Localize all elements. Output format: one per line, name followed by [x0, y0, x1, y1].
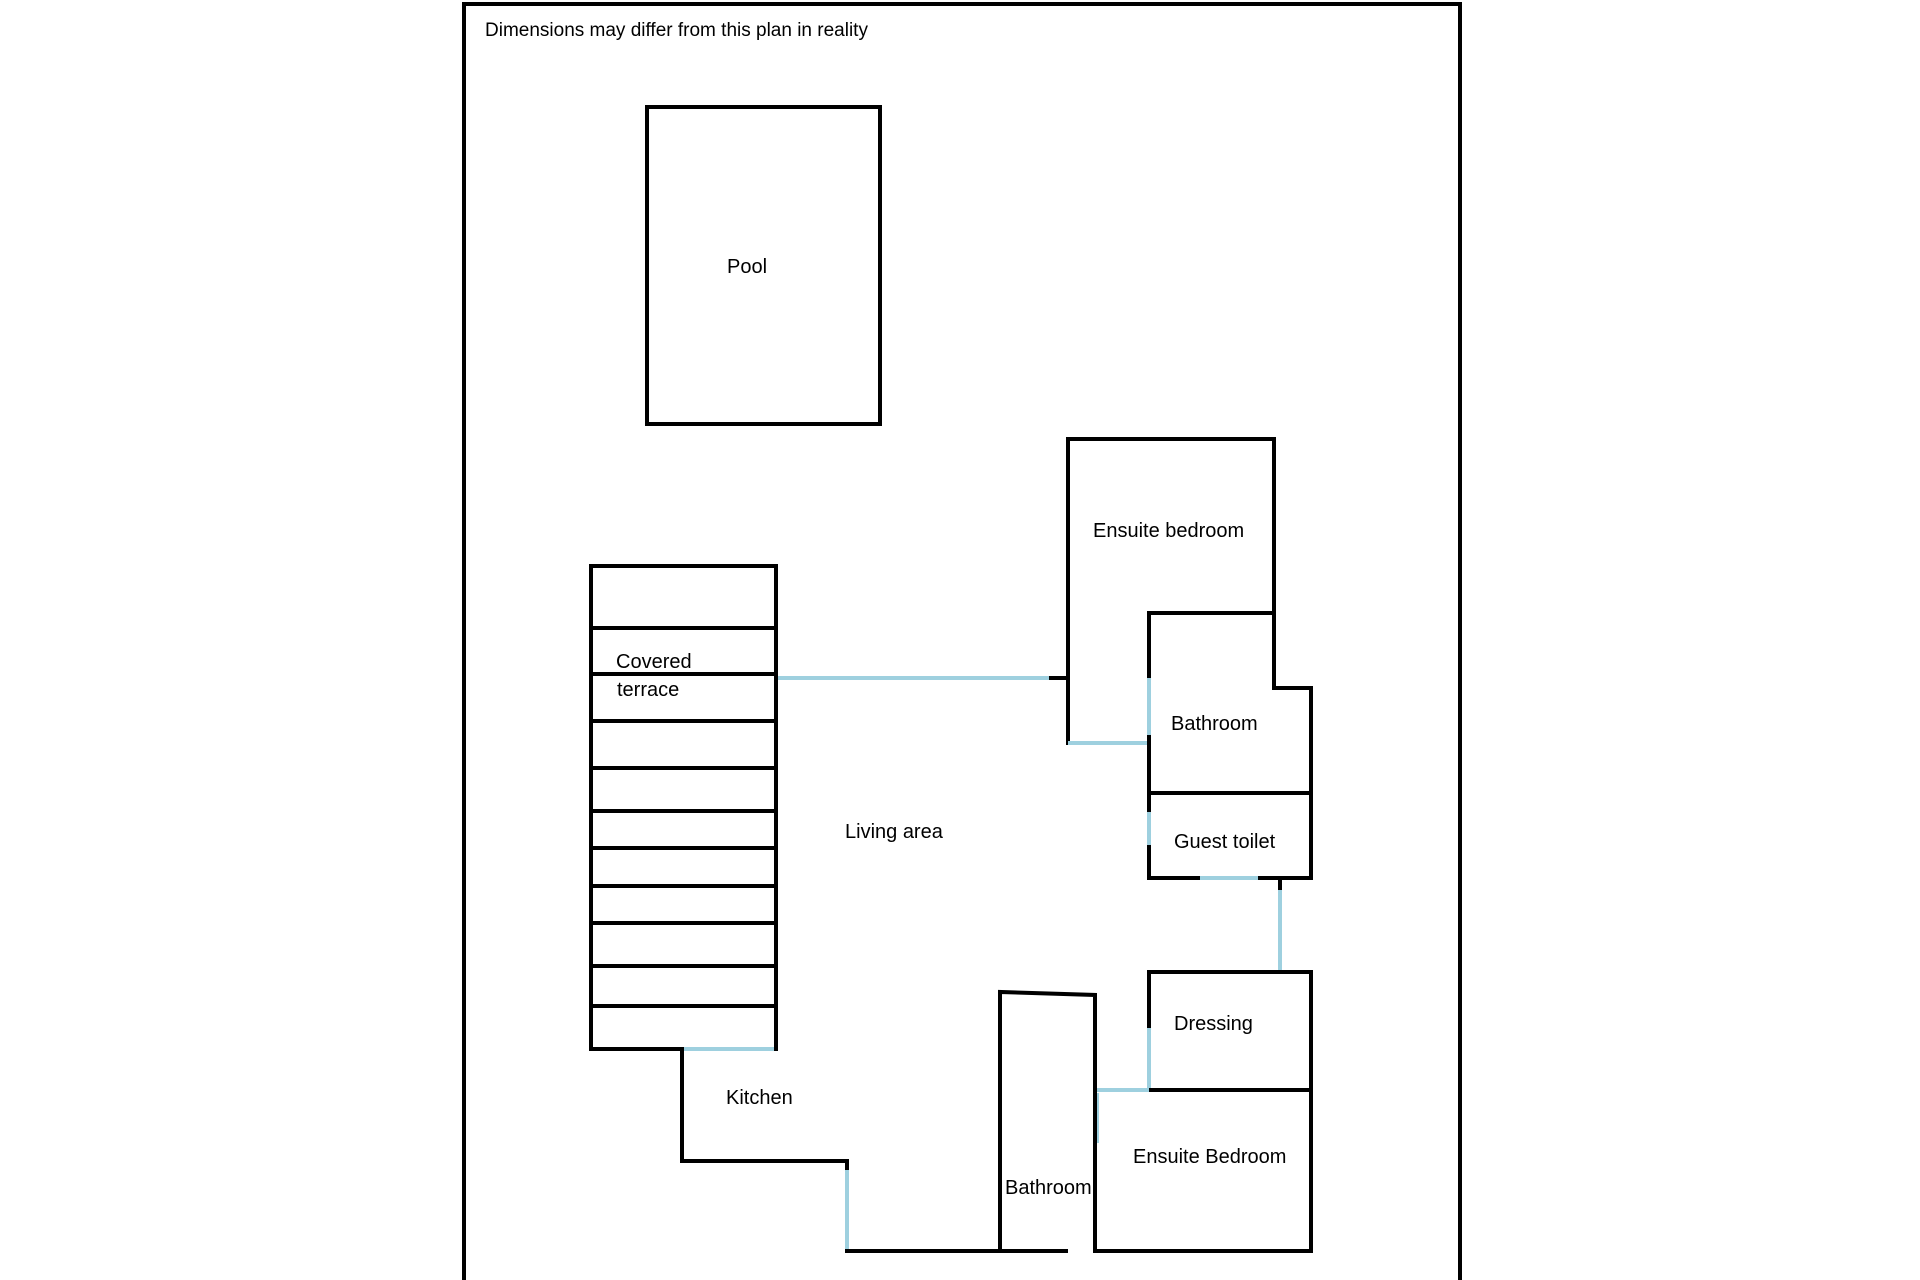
- kitchen-walls: [680, 1047, 849, 1172]
- covered-terrace: [589, 564, 778, 1051]
- ensuite-bedroom-top-walls: [1066, 437, 1313, 880]
- bathroom-top-label: Bathroom: [1171, 713, 1258, 735]
- bathroom-bottom-walls: [998, 989, 1097, 1253]
- covered-terrace-label-line2: terrace: [617, 679, 679, 701]
- ensuite-bedroom-bottom-label: Ensuite Bedroom: [1133, 1146, 1286, 1168]
- pool-outline: [645, 105, 882, 426]
- guest-toilet-label: Guest toilet: [1174, 831, 1276, 853]
- ensuite-bedroom-top-label: Ensuite bedroom: [1093, 520, 1244, 542]
- dimensions-note: Dimensions may differ from this plan in …: [485, 20, 868, 41]
- covered-terrace-label-line1: Covered: [616, 651, 692, 673]
- dressing-label: Dressing: [1174, 1013, 1253, 1035]
- kitchen-label: Kitchen: [726, 1087, 793, 1109]
- living-area-label: Living area: [845, 821, 944, 843]
- dressing-walls: [1095, 970, 1313, 1253]
- plan-border: [462, 2, 1462, 1280]
- pool-label: Pool: [727, 256, 767, 278]
- bathroom-bottom-label: Bathroom: [1005, 1177, 1092, 1199]
